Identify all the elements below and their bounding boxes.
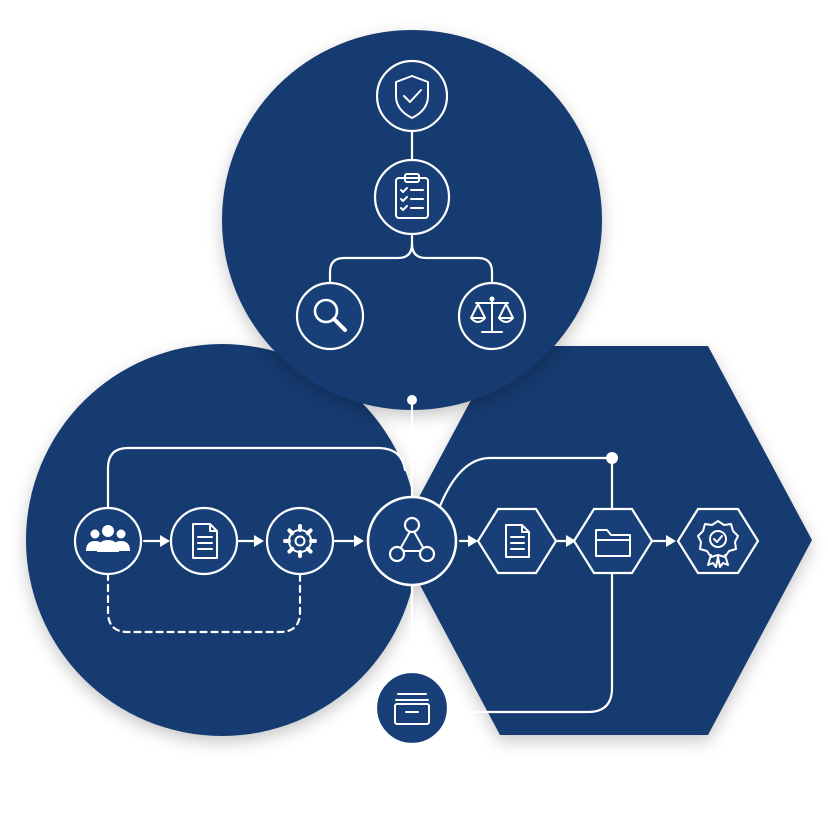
- connector-dot-right: [606, 452, 618, 464]
- arrow-head-1: [160, 535, 170, 547]
- gear-icon: [283, 524, 317, 558]
- search-icon: [313, 298, 347, 332]
- hex-document-node: [476, 507, 558, 575]
- connector-loop-left: [106, 446, 407, 510]
- connector-clipboard-scales: [410, 242, 494, 286]
- connector-dot-top: [407, 395, 417, 405]
- gear-node: [265, 506, 335, 576]
- document-node: [169, 506, 239, 576]
- clipboard-checklist-node: [373, 158, 451, 236]
- people-node: [73, 506, 143, 576]
- connector-hub-folder: [438, 456, 614, 514]
- document-icon: [192, 523, 218, 559]
- connector-clipboard-magnifier: [328, 232, 414, 286]
- clipboard-checklist-icon: [395, 173, 429, 219]
- hex-certificate-node: [676, 507, 760, 575]
- arrow-head-5: [566, 535, 576, 547]
- certificate-badge-icon: [697, 520, 739, 568]
- archive-node: [374, 670, 450, 746]
- arrow-head-3: [354, 535, 364, 547]
- regions: [26, 30, 812, 736]
- hex-folder-node: [572, 507, 654, 575]
- hub-node: [366, 495, 458, 587]
- magnifier-node: [295, 281, 365, 351]
- arrow-head-6: [666, 535, 676, 547]
- scales-icon: [470, 296, 514, 333]
- arrow-head-4: [468, 535, 478, 547]
- nodes: [73, 59, 760, 746]
- people-icon: [86, 525, 130, 552]
- shield-check-icon: [395, 75, 429, 119]
- scales-node: [457, 281, 527, 351]
- folder-icon: [595, 529, 631, 557]
- archive-drawer-icon: [394, 693, 430, 725]
- shield-check-node: [375, 59, 449, 133]
- network-hub-icon: [388, 516, 436, 563]
- document-icon: [505, 524, 530, 558]
- connector-dashed-feedback: [106, 572, 302, 634]
- arrow-head-2: [254, 535, 264, 547]
- connector-folder-archive: [450, 570, 614, 714]
